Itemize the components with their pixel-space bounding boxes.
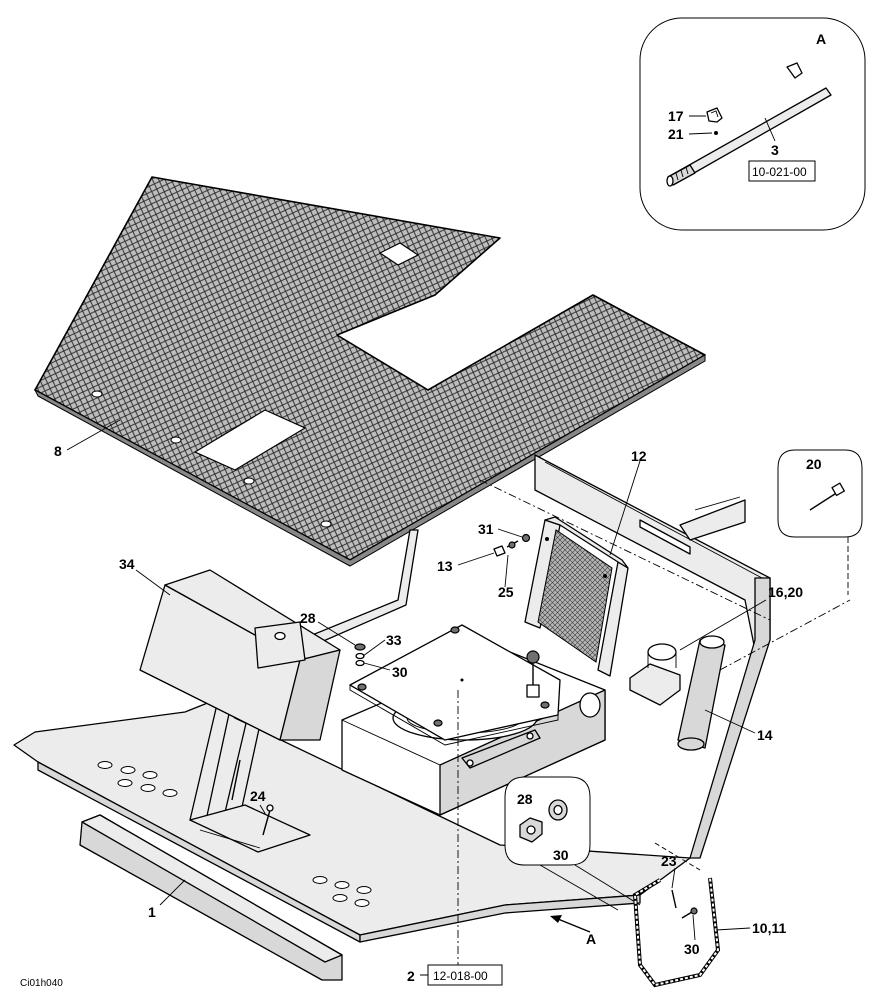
ref-box-seat-text: 12-018-00	[433, 969, 488, 983]
cylinder-14	[677, 635, 726, 751]
chain-step-10-11	[632, 842, 721, 988]
callout-23: 23	[661, 853, 677, 869]
callout-16-20: 16,20	[768, 584, 803, 600]
front-trim-1	[79, 814, 343, 981]
callout-8: 8	[54, 443, 62, 459]
detail-bolt-20	[777, 449, 863, 595]
view-arrow-a	[550, 915, 591, 933]
callout-28a: 28	[300, 610, 316, 626]
drawing-id: Ci01h040	[20, 978, 63, 989]
hardware-28-33-30	[354, 643, 366, 667]
clip-17	[706, 107, 723, 123]
callout-17: 17	[668, 108, 684, 124]
backrest-12	[524, 516, 629, 677]
screw-21	[714, 131, 718, 135]
callout-28b: 28	[517, 791, 533, 807]
callout-25: 25	[498, 584, 514, 600]
detail-nut-washer	[504, 776, 641, 911]
side-housing-34	[139, 569, 341, 853]
bolt-24	[262, 804, 274, 836]
callout-14: 14	[757, 727, 773, 743]
detail-view-a: A 17 21 3 10-021-00	[639, 17, 866, 231]
callout-12: 12	[631, 448, 647, 464]
hardware-13-25-31	[493, 533, 531, 557]
floor-holes	[97, 761, 372, 907]
clip-part	[786, 62, 803, 79]
view-arrow-letter: A	[586, 931, 596, 947]
callout-1: 1	[148, 904, 156, 920]
ref-box-detail-text: 10-021-00	[752, 165, 807, 179]
floor-mat-8	[33, 176, 706, 567]
callout-30c: 30	[684, 941, 700, 957]
callout-21: 21	[668, 126, 684, 142]
callout-31: 31	[478, 521, 494, 537]
callout-3: 3	[771, 142, 779, 158]
callout-34: 34	[119, 556, 135, 572]
seat-plate-2	[349, 624, 561, 746]
callout-30b: 30	[553, 847, 569, 863]
ref-box-detail	[748, 160, 816, 182]
dash-lines	[457, 479, 851, 985]
callout-30a: 30	[392, 664, 408, 680]
floor-frame	[13, 454, 771, 943]
holder-16	[629, 643, 681, 706]
rod-part-3	[666, 87, 832, 187]
callout-13: 13	[437, 558, 453, 574]
callout-2: 2	[407, 968, 415, 984]
ref-box-seat	[427, 964, 503, 986]
callout-24: 24	[250, 788, 266, 804]
callout-33: 33	[386, 632, 402, 648]
callout-20: 20	[806, 456, 822, 472]
callout-10-11: 10,11	[752, 920, 786, 936]
detail-view-letter: A	[816, 31, 826, 47]
